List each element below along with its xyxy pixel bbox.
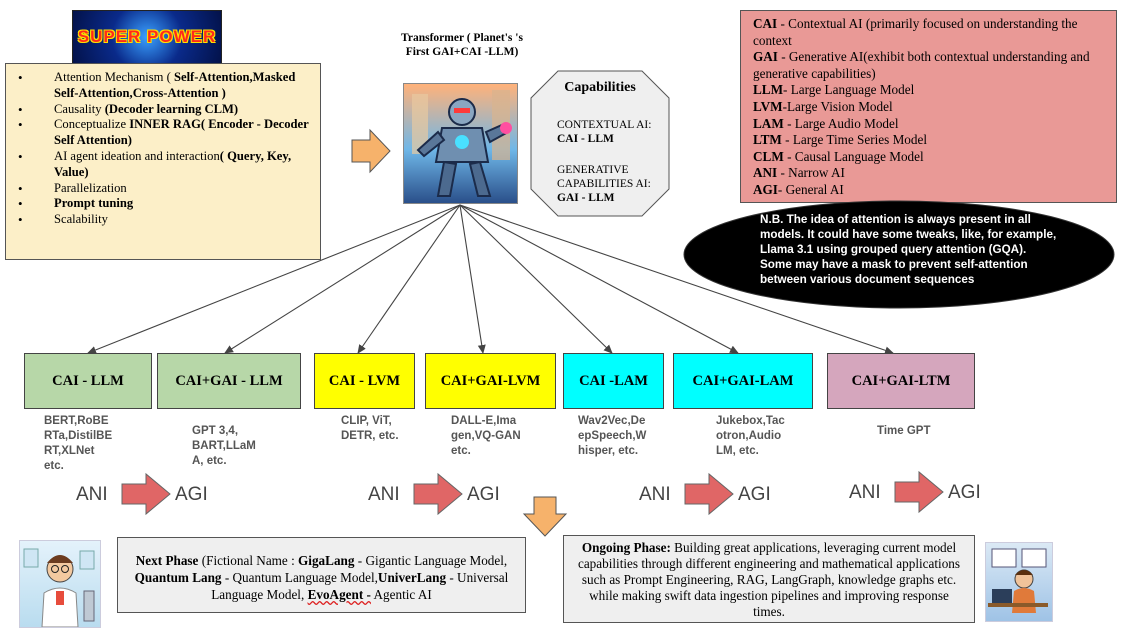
connector-line [459,204,486,354]
glossary-entry: ANI - Narrow AI [753,165,845,181]
feature-item: AI agent ideation and interaction( Query… [18,149,320,181]
capabilities-contextual: CONTEXTUAL AI: CAI - LLM [557,119,652,145]
connector-line [357,204,461,354]
super-power-logo: SUPER POWER [72,10,222,64]
logo-text: SUPER POWER [77,27,217,46]
agi-label: AGI [738,484,771,505]
feature-item: Parallelization [18,181,320,197]
agi-label: AGI [175,484,208,505]
transformer-title: Transformer ( Planet's 's First GAI+CAI … [401,32,523,58]
note-ellipse [683,200,1115,309]
glossary-entry: LLM- Large Language Model [753,82,915,98]
note-text: N.B. The idea of attention is always pre… [760,213,1057,286]
red-arrow-icon [413,472,463,516]
capabilities-generative: GENERATIVE CAPABILITIES AI: GAI - LLM [557,164,651,204]
examples-cai-gai-ltm: Time GPT [877,425,931,437]
features-list: Attention Mechanism ( Self-Attention,Mas… [6,64,320,228]
category-cai-gai-ltm: CAI+GAI-LTM [827,353,975,409]
glossary-entry: AGI- General AI [753,181,844,197]
examples-cai-lvm: CLIP, ViT,DETR, etc. [341,415,399,442]
robot-image [403,83,518,204]
connector-line [459,204,613,354]
connector-line [87,204,461,354]
ani-label: ANI [76,484,108,505]
category-cai-lvm: CAI - LVM [314,353,415,409]
connector-line [459,204,894,355]
next-phase-box: Next Phase (Fictional Name : GigaLang - … [117,537,526,613]
glossary-entry: LAM - Large Audio Model [753,115,899,131]
category-cai-lam: CAI -LAM [563,353,664,409]
capabilities-title: Capabilities [564,80,636,95]
worker-illustration [985,542,1053,622]
ani-label: ANI [368,484,400,505]
worker-icon [988,548,1048,613]
arrow-down-icon [522,496,568,537]
agi-label: AGI [467,484,500,505]
robot-icon [412,90,512,197]
glossary-entry: CAI - Contextual AI (primarily focused o… [753,16,1078,48]
feature-item: Scalability [18,212,320,228]
scientist-icon [23,548,95,627]
glossary-entry: CLM - Causal Language Model [753,148,924,164]
agi-label: AGI [948,482,981,503]
features-box: Attention Mechanism ( Self-Attention,Mas… [5,63,321,260]
glossary-entry: LTM - Large Time Series Model [753,132,927,148]
category-cai-gai-lam: CAI+GAI-LAM [673,353,813,409]
ongoing-phase-box: Ongoing Phase: Building great applicatio… [563,535,975,623]
red-arrow-icon [684,472,734,516]
feature-item: Conceptualize INNER RAG( Encoder - Decod… [18,117,320,149]
feature-item: Causality (Decoder learning CLM) [18,102,320,118]
ani-label: ANI [849,482,881,503]
glossary-entry: GAI - Generative AI(exhibit both context… [753,49,1090,81]
arrow-right-icon [351,128,391,174]
capabilities-shape [530,70,670,217]
glossary-box: CAI - Contextual AI (primarily focused o… [740,10,1117,203]
ani-label: ANI [639,484,671,505]
category-cai-gai-lvm: CAI+GAI-LVM [425,353,556,409]
connector-line [224,204,461,354]
red-arrow-icon [894,470,944,514]
scientist-illustration [19,540,101,628]
category-cai-llm: CAI - LLM [24,353,152,409]
connector-line [459,204,739,354]
red-arrow-icon [121,472,171,516]
feature-item: Attention Mechanism ( Self-Attention,Mas… [18,70,320,102]
feature-item: Prompt tuning [18,196,320,212]
category-cai-gai-llm: CAI+GAI - LLM [157,353,301,409]
glossary-entry: LVM-Large Vision Model [753,98,893,114]
